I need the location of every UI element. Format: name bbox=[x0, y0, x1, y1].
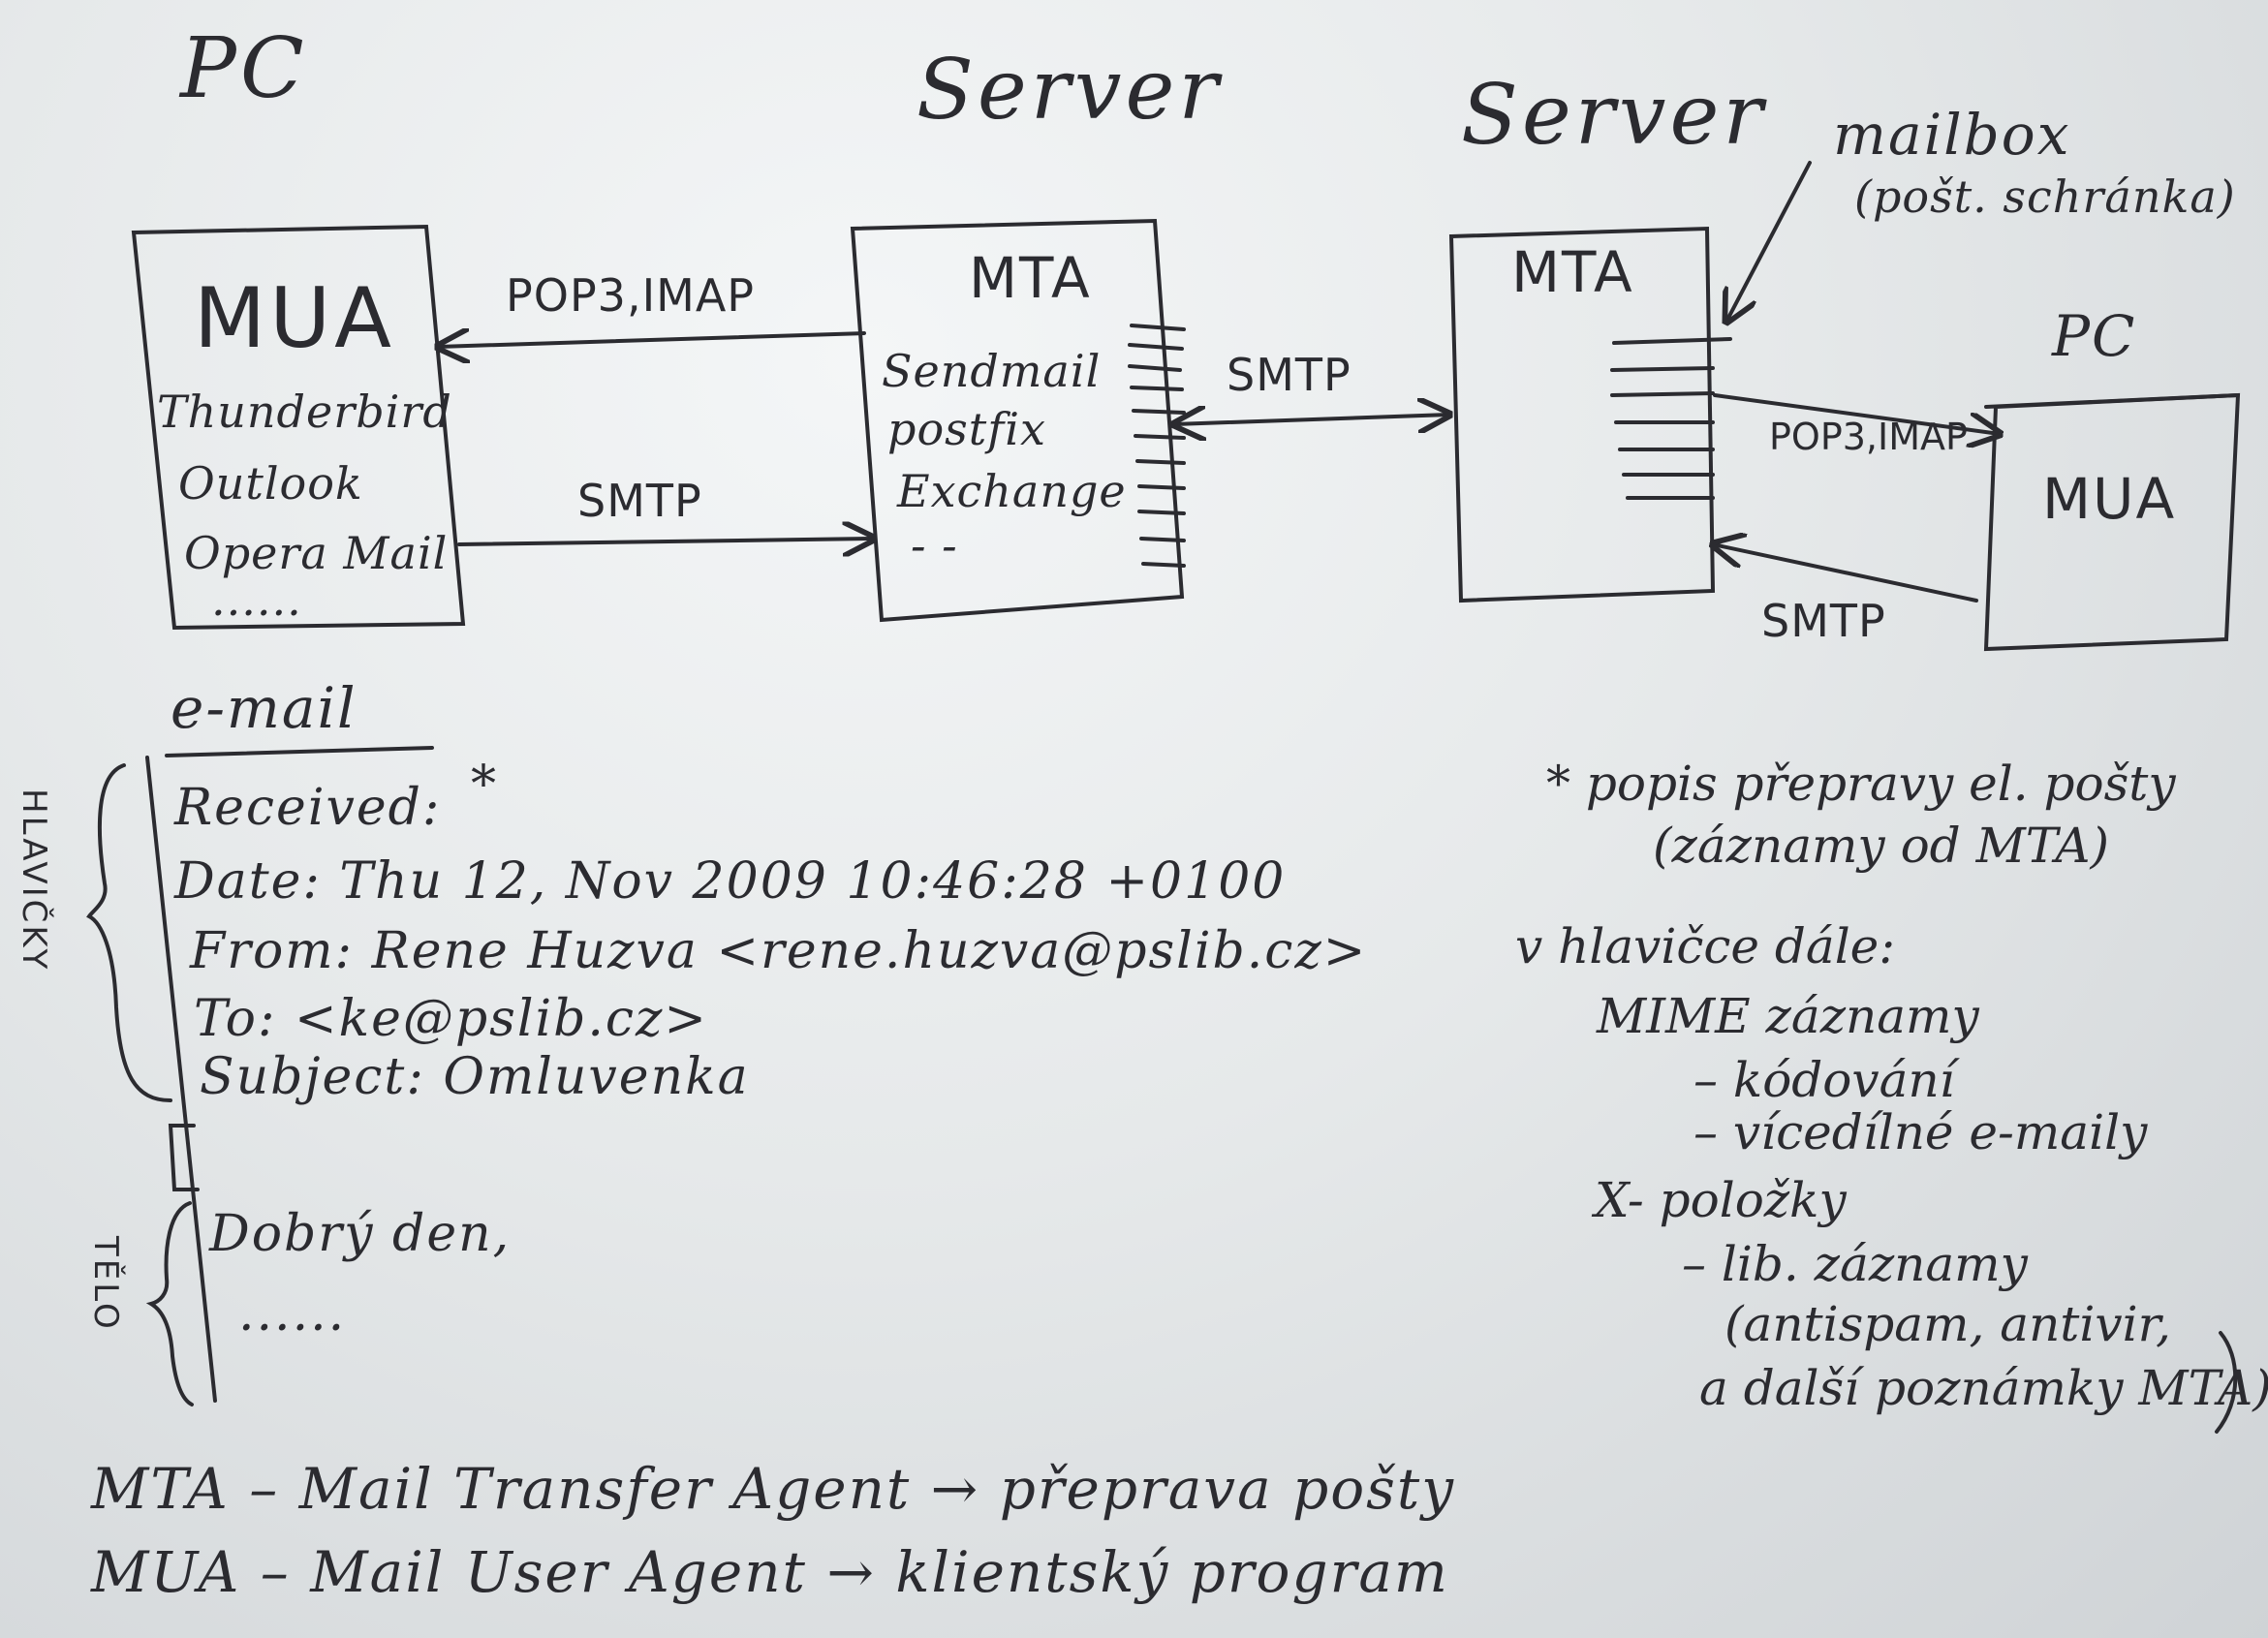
mua-client-outlook: Outlook bbox=[178, 457, 363, 510]
pc-right-title: PC bbox=[2052, 303, 2137, 369]
email-date-line: Date: Thu 12, Nov 2009 10:46:28 +0100 bbox=[174, 852, 1287, 911]
mua-client-opera: Opera Mail bbox=[184, 527, 449, 579]
received-asterisk: * bbox=[471, 756, 498, 814]
note-line-7: X- položky bbox=[1595, 1172, 1847, 1228]
arrow-smtp-middle bbox=[1174, 415, 1449, 424]
note-line-3: v hlavičce dále: bbox=[1515, 918, 1896, 974]
label-smtp-middle: SMTP bbox=[1227, 349, 1351, 401]
mailbox-note: (pošt. schránka) bbox=[1854, 170, 2236, 223]
mua-right-title: MUA bbox=[2042, 466, 2177, 532]
mua-left-title: MUA bbox=[194, 270, 395, 367]
email-heading-underline bbox=[165, 746, 434, 757]
email-body-greeting: Dobrý den, bbox=[209, 1205, 512, 1263]
server-right-title: Server bbox=[1461, 67, 1767, 164]
body-brace bbox=[145, 1201, 194, 1406]
email-heading: e-mail bbox=[171, 675, 357, 741]
mta-software-exchange: Exchange bbox=[897, 465, 1127, 517]
mua-left-box bbox=[131, 224, 466, 631]
mailbox-label: mailbox bbox=[1833, 102, 2071, 168]
queue-lines-middle bbox=[1128, 324, 1186, 568]
label-smtp-right: SMTP bbox=[1761, 595, 1886, 647]
email-received-line: Received: bbox=[174, 779, 442, 837]
label-smtp-left: SMTP bbox=[577, 475, 702, 527]
mua-client-thunderbird: Thunderbird bbox=[157, 386, 452, 438]
mta-right-title: MTA bbox=[1511, 239, 1634, 305]
note-line-8: – lib. záznamy bbox=[1682, 1236, 2028, 1292]
arrow-mailbox bbox=[1726, 161, 1812, 322]
note-line-1: * popis přepravy el. pošty bbox=[1546, 756, 2176, 812]
label-pop3-right: POP3,IMAP bbox=[1769, 416, 1968, 458]
note-line-2: (záznamy od MTA) bbox=[1653, 818, 2109, 874]
note-line-10: a další poznámky MTA) bbox=[1699, 1360, 2268, 1416]
email-body-more: ...... bbox=[238, 1284, 347, 1343]
legend-mua: MUA – Mail User Agent → klientský progra… bbox=[91, 1539, 1449, 1605]
arrow-smtp-right bbox=[1713, 544, 1978, 603]
note-line-5: – kódování bbox=[1693, 1052, 1955, 1108]
mta-software-postfix: postfix bbox=[887, 403, 1046, 455]
note-bracket bbox=[2215, 1331, 2238, 1434]
server-middle-title: Server bbox=[917, 42, 1223, 139]
email-to-line: To: <ke@pslib.cz> bbox=[194, 990, 708, 1048]
header-side-label: HLAVIČKY bbox=[15, 788, 53, 973]
arrow-pop3-left bbox=[438, 333, 866, 347]
mta-middle-title: MTA bbox=[969, 245, 1092, 311]
queue-lines-right bbox=[1610, 337, 1732, 500]
email-left-rule bbox=[145, 756, 217, 1403]
mta-software-sendmail: Sendmail bbox=[882, 345, 1102, 397]
legend-mta: MTA – Mail Transfer Agent → přeprava poš… bbox=[91, 1456, 1455, 1522]
email-from-line: From: Rene Huzva <rene.huzva@pslib.cz> bbox=[190, 922, 1368, 980]
arrow-smtp-left bbox=[457, 539, 874, 544]
header-brace bbox=[86, 763, 172, 1102]
note-line-9: (antispam, antivir, bbox=[1724, 1296, 2171, 1352]
body-side-label: TĚLO bbox=[86, 1236, 125, 1332]
note-line-6: – vícedílné e-maily bbox=[1693, 1104, 2148, 1160]
email-subject-line: Subject: Omluvenka bbox=[200, 1048, 750, 1106]
mta-right-box bbox=[1448, 226, 1716, 603]
arrow-pop3-right bbox=[1713, 393, 2000, 434]
pc-left-title: PC bbox=[180, 20, 308, 117]
separator-bracket bbox=[168, 1124, 200, 1191]
mua-client-more: ...... bbox=[211, 573, 302, 626]
note-line-4: MIME záznamy bbox=[1597, 988, 1979, 1044]
mta-middle-box bbox=[850, 218, 1185, 623]
mta-software-more: - - bbox=[911, 519, 958, 572]
label-pop3-left: POP3,IMAP bbox=[506, 269, 756, 322]
